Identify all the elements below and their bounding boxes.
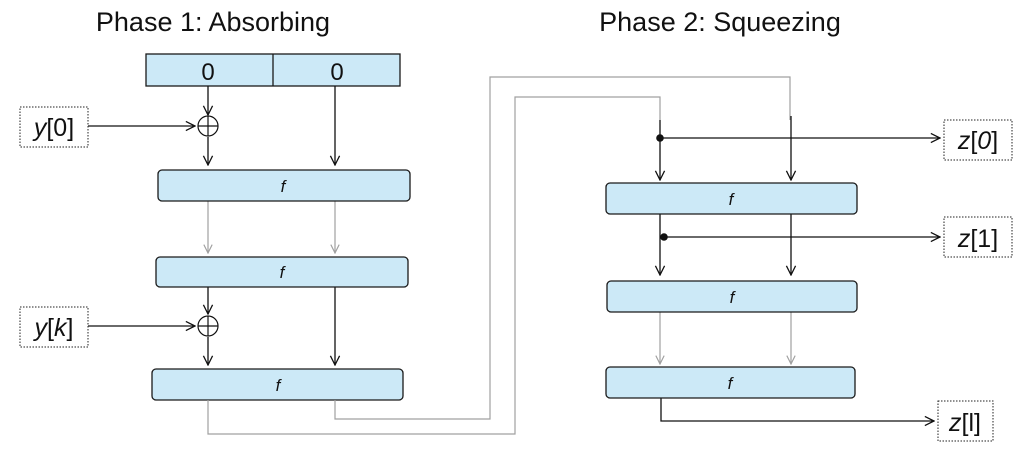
output-z1-index: 1 <box>977 225 991 253</box>
input-yk-name: y <box>33 314 49 342</box>
phase2-f-box-1: f <box>605 182 858 215</box>
output-zl-index: l <box>968 409 974 437</box>
phase1-f-box-3: f <box>151 368 404 401</box>
input-y0: y[0] <box>19 106 89 148</box>
xor-icon <box>197 115 219 137</box>
output-z0-index: 0 <box>977 127 991 155</box>
svg-text:y[k]: y[k] <box>33 314 74 342</box>
output-z1-name: z <box>957 225 971 253</box>
phase2-f-box-2: f <box>606 280 858 313</box>
initial-state-right: 0 <box>330 59 343 86</box>
output-z0-name: z <box>957 127 971 155</box>
phase1-f-label-1: f <box>281 177 288 196</box>
input-y0-index: 0 <box>53 114 67 142</box>
phase1-title: Phase 1: Absorbing <box>96 7 330 37</box>
phase1-f-box-2: f <box>155 256 409 288</box>
phase2-f-box-3: f <box>605 366 856 399</box>
svg-text:z[l]: z[l] <box>948 409 981 437</box>
phase1-f-label-3: f <box>276 376 283 395</box>
phase-transition-lines <box>207 76 791 435</box>
phase1-f-box-1: f <box>157 169 411 202</box>
svg-text:z[1]: z[1] <box>957 225 998 253</box>
input-yk: y[k] <box>19 306 89 348</box>
initial-state-left: 0 <box>201 59 214 86</box>
output-zl: z[l] <box>937 400 994 442</box>
phase1-f-label-2: f <box>280 263 287 282</box>
output-zl-name: z <box>948 409 962 437</box>
svg-text:y[0]: y[0] <box>32 114 74 142</box>
input-yk-index: k <box>54 314 68 342</box>
xor-icon <box>197 315 219 337</box>
svg-text:z[0]: z[0] <box>957 127 998 155</box>
phase2-title: Phase 2: Squeezing <box>599 7 841 37</box>
input-y0-name: y <box>32 114 48 142</box>
output-z1: z[1] <box>943 216 1013 258</box>
phase2-connectors <box>656 116 940 421</box>
phase2-f-label-2: f <box>730 288 737 307</box>
phase2-f-label-3: f <box>728 374 735 393</box>
phase2-f-label-1: f <box>729 190 736 209</box>
phase1-connectors <box>88 86 335 365</box>
initial-state-block: 0 0 <box>145 53 401 87</box>
output-z0: z[0] <box>943 119 1013 161</box>
